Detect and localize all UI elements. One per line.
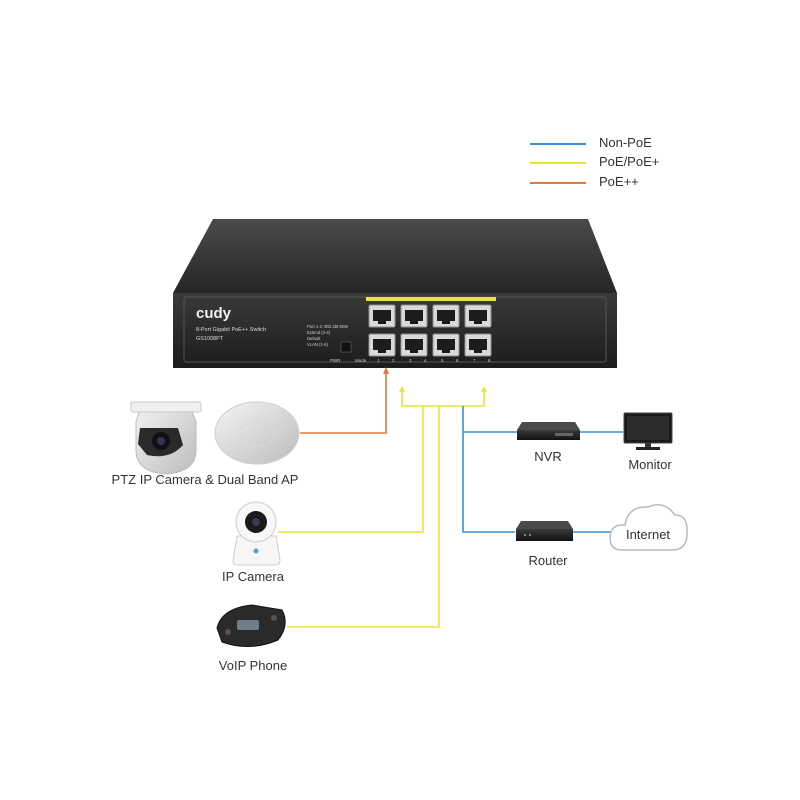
ethernet-port-socket-1 <box>373 310 391 324</box>
label-voip-phone: VoIP Phone <box>219 658 287 673</box>
legend-swatch-non-poe <box>530 143 586 145</box>
ptz-camera-icon <box>130 401 202 475</box>
legend-label-poe-plus-plus: PoE++ <box>599 174 639 189</box>
port-label-7: 7 <box>473 358 476 363</box>
port-label-6: 6 <box>456 358 459 363</box>
cable-poe-ipcam <box>278 406 424 533</box>
switch-brand: cudy <box>196 305 232 322</box>
port-grid <box>368 304 492 357</box>
port-label-2: 2 <box>392 358 395 363</box>
legend-non-poe: Non-PoE <box>530 134 730 154</box>
nvr-icon <box>517 422 580 440</box>
poe-strip <box>366 297 496 301</box>
port-label-4: 4 <box>424 358 427 363</box>
cable-nonpoe-router <box>462 406 515 533</box>
monitor-icon <box>623 412 673 450</box>
port-marker-poe-pp <box>383 367 389 374</box>
pwr-label: PWR <box>330 358 341 363</box>
ethernet-port-socket-4 <box>405 339 423 353</box>
port-label-5: 5 <box>441 358 444 363</box>
legend-poe: PoE/PoE+ <box>530 153 730 173</box>
port-marker-poe-left <box>399 386 405 392</box>
poe-switch: cudy 8-Port Gigabit PoE++ Switch GS1008P… <box>173 219 617 368</box>
panel-line-2: Extend (3-4) <box>307 330 331 335</box>
label-router: Router <box>528 553 568 568</box>
label-monitor: Monitor <box>628 457 672 472</box>
port-label-3: 3 <box>409 358 412 363</box>
legend-label-non-poe: Non-PoE <box>599 135 652 150</box>
router-icon <box>516 521 573 541</box>
label-ip-camera: IP Camera <box>222 569 285 584</box>
panel-line-3: Default <box>307 336 321 341</box>
port-marker-poe-right <box>481 386 487 392</box>
legend-swatch-poe-plus-plus <box>530 182 586 184</box>
port-label-1: 1 <box>377 358 380 363</box>
label-internet: Internet <box>626 527 670 542</box>
port-label-row: 1 2 3 4 5 6 7 8 <box>377 358 491 363</box>
ethernet-port-socket-5 <box>437 310 455 324</box>
cable-poe-pp-ptz <box>300 374 387 434</box>
cable-poe-bus <box>401 392 485 407</box>
cable-poe-voip <box>287 406 440 628</box>
ip-camera-icon <box>232 501 281 566</box>
switch-top <box>173 219 617 293</box>
ethernet-port-socket-6 <box>437 339 455 353</box>
label-nvr: NVR <box>534 449 561 464</box>
cloud-icon <box>609 504 688 551</box>
port-label-8: 8 <box>488 358 491 363</box>
mode-label: Mode <box>355 358 367 363</box>
ethernet-port-socket-8 <box>469 339 487 353</box>
access-point-icon <box>214 401 300 465</box>
ethernet-port-socket-3 <box>405 310 423 324</box>
voip-phone-icon <box>216 604 286 647</box>
legend-poe-plus-plus: PoE++ <box>530 173 730 193</box>
switch-model: GS1008PT <box>196 336 224 342</box>
ethernet-port-socket-7 <box>469 310 487 324</box>
legend-swatch-poe <box>530 162 586 164</box>
label-ptz-ap: PTZ IP Camera & Dual Band AP <box>112 472 299 487</box>
legend-label-poe: PoE/PoE+ <box>599 154 660 169</box>
mode-switch[interactable] <box>340 341 352 353</box>
switch-title: 8-Port Gigabit PoE++ Switch <box>196 327 266 333</box>
ethernet-port-socket-2 <box>373 339 391 353</box>
panel-line-4: VLAN (1-6) <box>307 342 329 347</box>
panel-line-1: Port 1-2: 802.3bt 60W <box>307 324 348 329</box>
cables <box>278 374 623 628</box>
